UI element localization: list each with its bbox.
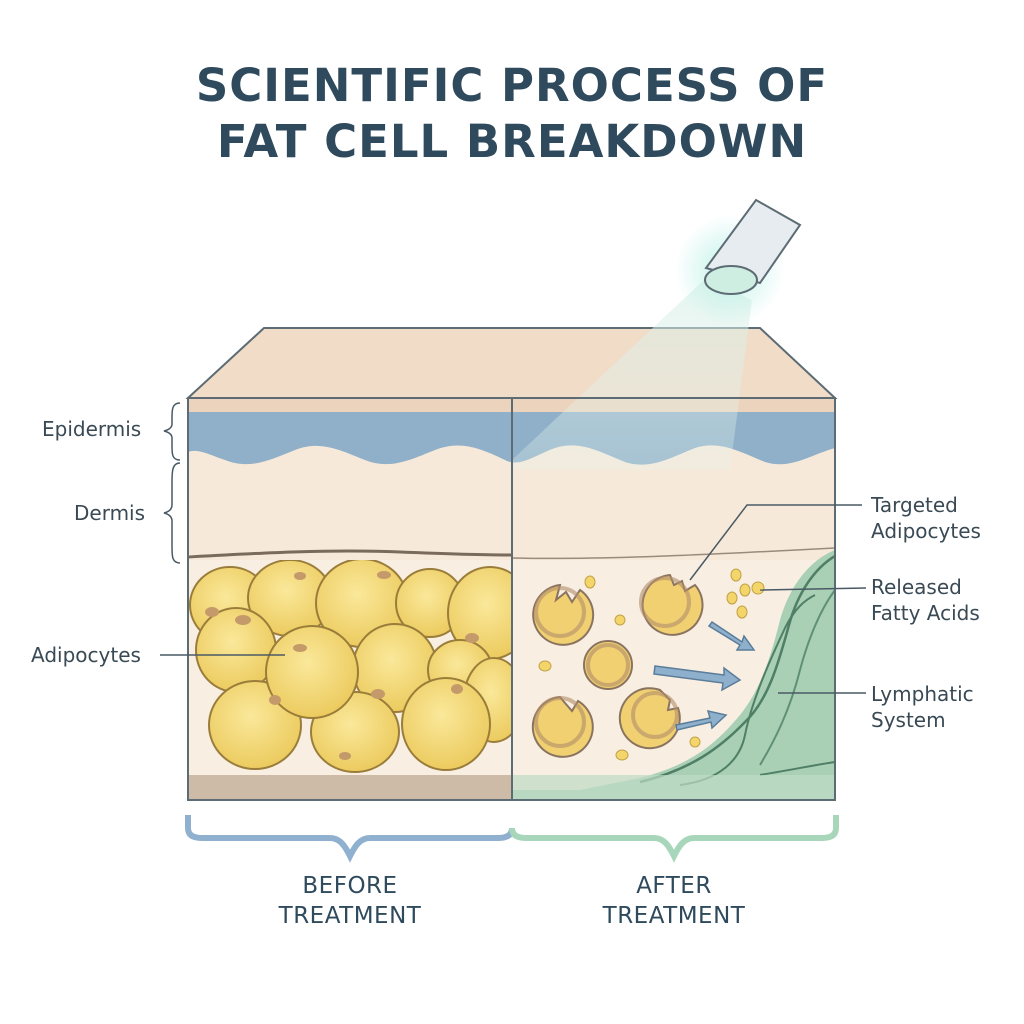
- skin-block-outline: [187, 397, 836, 801]
- lymphatic-vessel-edge: [639, 554, 835, 784]
- label-lymphatic-line-1: Lymphatic: [871, 682, 974, 706]
- label-lymphatic-line-2: System: [871, 708, 946, 732]
- adipocyte-nuclei: [205, 571, 479, 760]
- caption-before-line-2: TREATMENT: [278, 903, 422, 929]
- after-bracket: [509, 815, 839, 863]
- fat-boundary-before: [187, 549, 513, 559]
- label-targeted-adipocytes: Targeted Adipocytes: [871, 492, 981, 544]
- targeted-leader: [689, 504, 862, 581]
- fat-boundary-after: [511, 547, 836, 560]
- label-epidermis: Epidermis: [42, 417, 142, 441]
- lymphatic-flow-line: [679, 594, 816, 786]
- fatty-acid-droplets: [538, 568, 765, 761]
- label-targeted-line-1: Targeted: [871, 493, 958, 517]
- adipocyte-cluster: [189, 560, 512, 773]
- dermis-bracket: [163, 462, 181, 564]
- lymphatic-bottom-line: [759, 761, 835, 776]
- label-lymphatic-system: Lymphatic System: [871, 681, 974, 733]
- treatment-device-icon: [704, 198, 802, 295]
- caption-before-line-1: BEFORE: [302, 873, 398, 899]
- title-line-1: SCIENTIFIC PROCESS OF: [195, 59, 829, 112]
- treatment-beam: [512, 278, 752, 470]
- caption-after-line-1: AFTER: [636, 873, 712, 899]
- label-released-line-1: Released: [871, 575, 962, 599]
- label-targeted-line-2: Adipocytes: [871, 519, 981, 543]
- caption-before-treatment: BEFORE TREATMENT: [220, 871, 480, 931]
- epidermis-bracket: [163, 402, 181, 461]
- before-bracket: [185, 815, 515, 863]
- released-leader: [759, 587, 867, 591]
- lymphatic-vessel-inner: [759, 589, 835, 766]
- lymphatic-vessel: [512, 550, 835, 800]
- label-adipocytes: Adipocytes: [31, 643, 141, 667]
- label-released-line-2: Fatty Acids: [871, 601, 980, 625]
- flow-arrow-icon: [653, 620, 756, 731]
- caption-after-treatment: AFTER TREATMENT: [544, 871, 804, 931]
- caption-after-line-2: TREATMENT: [602, 903, 746, 929]
- page-title: SCIENTIFIC PROCESS OF FAT CELL BREAKDOWN: [0, 58, 1024, 170]
- cell-damage-shading: [534, 576, 691, 748]
- label-released-fatty-acids: Released Fatty Acids: [871, 574, 980, 626]
- label-dermis: Dermis: [74, 501, 146, 525]
- after-fascia: [512, 775, 835, 800]
- fascia-layer: [188, 775, 512, 800]
- title-line-2: FAT CELL BREAKDOWN: [216, 115, 808, 168]
